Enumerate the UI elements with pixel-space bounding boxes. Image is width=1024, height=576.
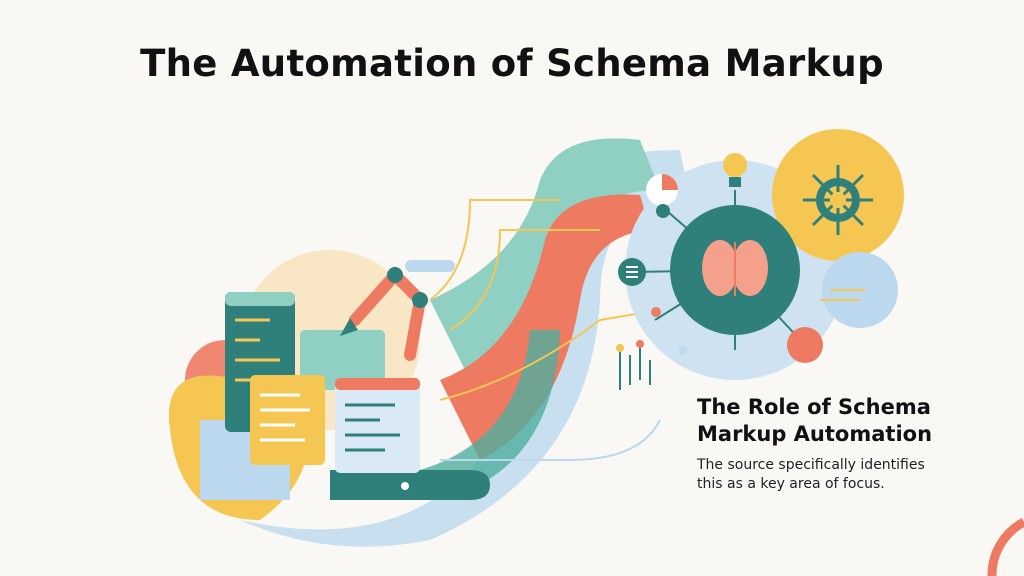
body-line-1: The source specifically identifies xyxy=(697,457,925,473)
connector-lines xyxy=(429,199,661,461)
wave xyxy=(420,330,560,500)
heading-line-2: Markup Automation xyxy=(697,422,933,446)
corner-arc xyxy=(987,518,1024,576)
page-title: The Automation of Schema Markup xyxy=(140,42,884,85)
brain-icon xyxy=(702,240,768,296)
lightbulb-icon xyxy=(723,153,747,187)
section-body: The source specifically identifies this a… xyxy=(697,456,1017,494)
body-line-2: this as a key area of focus. xyxy=(697,476,885,492)
network-node-icon xyxy=(787,327,823,363)
wave xyxy=(440,194,650,460)
slider-bar xyxy=(330,470,490,500)
robot-arm-icon xyxy=(340,260,455,361)
pie-chart-icon xyxy=(646,174,678,206)
list-icon xyxy=(618,258,646,286)
gear-icon xyxy=(803,165,873,235)
heading-line-1: The Role of Schema xyxy=(697,395,931,419)
